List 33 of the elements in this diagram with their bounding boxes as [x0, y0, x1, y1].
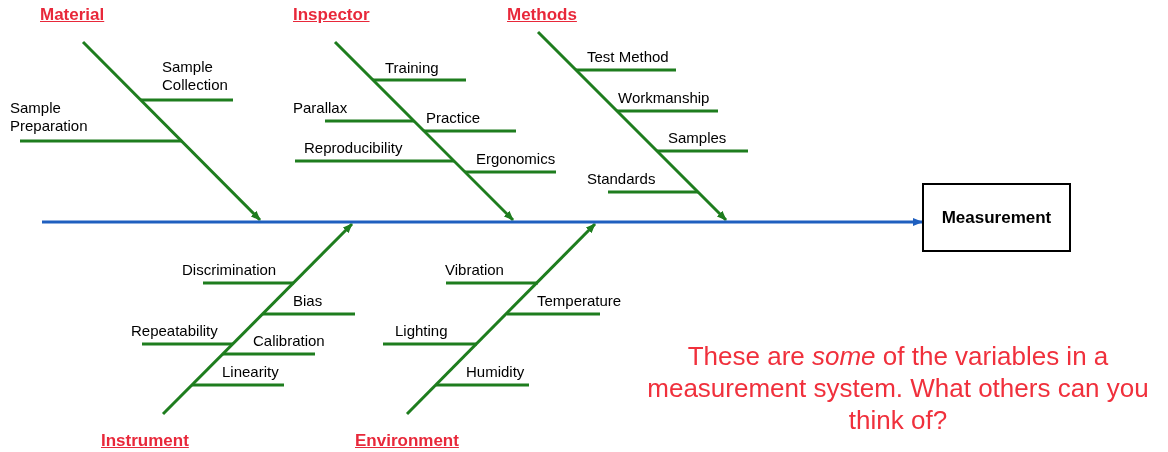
cause-label: Linearity	[222, 363, 279, 381]
cause-label: Workmanship	[618, 89, 710, 107]
cause-label: Sample Collection	[162, 58, 229, 94]
cause-label: Discrimination	[182, 261, 277, 279]
note-text: These are some of the variables in a measurement system. What others can you think of?	[646, 340, 1150, 436]
cause-label: Lighting	[395, 322, 448, 340]
cause-label: Standards	[587, 170, 656, 188]
cause-label: Repeatability	[131, 322, 218, 340]
cause-label: Training	[385, 59, 439, 77]
bone-arrow	[333, 40, 515, 222]
cause-label: Samples	[668, 129, 727, 147]
cause-label: Practice	[426, 109, 481, 127]
category-label: Methods	[507, 5, 577, 25]
spine-arrow	[42, 218, 923, 226]
category-label: Inspector	[293, 5, 370, 25]
bone-arrow	[161, 222, 354, 416]
bone-arrow	[405, 222, 597, 416]
cause-label: Reproducibility	[304, 139, 403, 157]
cause-label: Calibration	[253, 332, 325, 350]
cause-label: Temperature	[537, 292, 622, 310]
cause-label: Vibration	[445, 261, 504, 279]
category-label: Material	[40, 5, 105, 25]
cause-label: Ergonomics	[476, 150, 556, 168]
effect-box: Measurement	[922, 183, 1071, 252]
cause-label: Humidity	[466, 363, 525, 381]
cause-label: Parallax	[293, 99, 348, 117]
category-label: Environment	[355, 431, 459, 451]
category-label: Instrument	[101, 431, 189, 451]
bone-arrow	[81, 40, 262, 222]
cause-label: Sample Preparation	[10, 99, 89, 135]
cause-label: Test Method	[587, 48, 669, 66]
cause-label: Bias	[293, 292, 323, 310]
bone-arrow	[536, 30, 728, 222]
